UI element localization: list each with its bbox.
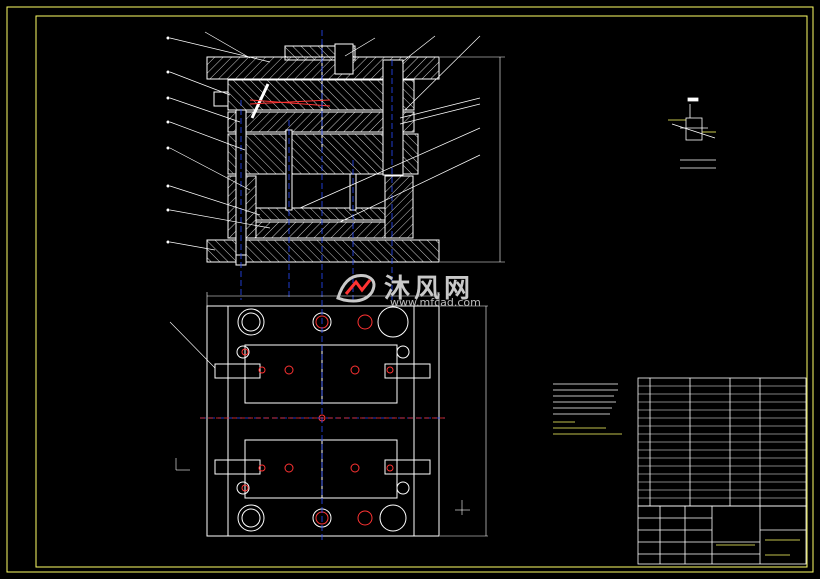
plan-view — [206, 305, 440, 537]
watermark-url: www.mfcad.com — [390, 296, 481, 309]
plan-centerlines — [200, 300, 445, 540]
section-view — [206, 43, 440, 266]
section-centerlines — [240, 30, 393, 300]
title-block-fill — [716, 539, 800, 556]
bom-rows — [638, 385, 806, 499]
outer-frame — [6, 6, 814, 573]
height-dimension — [440, 56, 505, 263]
ejector-holes — [241, 314, 394, 526]
title-block — [637, 505, 807, 565]
inner-frame — [35, 15, 808, 568]
part-numbers — [166, 36, 170, 244]
watermark: 沐风网 www.mfcad.com — [332, 268, 492, 312]
detail-view — [671, 97, 716, 169]
technical-notes — [553, 383, 622, 435]
watermark-title: 沐风网 — [384, 274, 475, 304]
plan-dimensions — [169, 292, 488, 537]
detail-dimensions — [668, 119, 716, 133]
leader-lines — [169, 31, 481, 251]
watermark-logo-icon — [336, 273, 376, 303]
